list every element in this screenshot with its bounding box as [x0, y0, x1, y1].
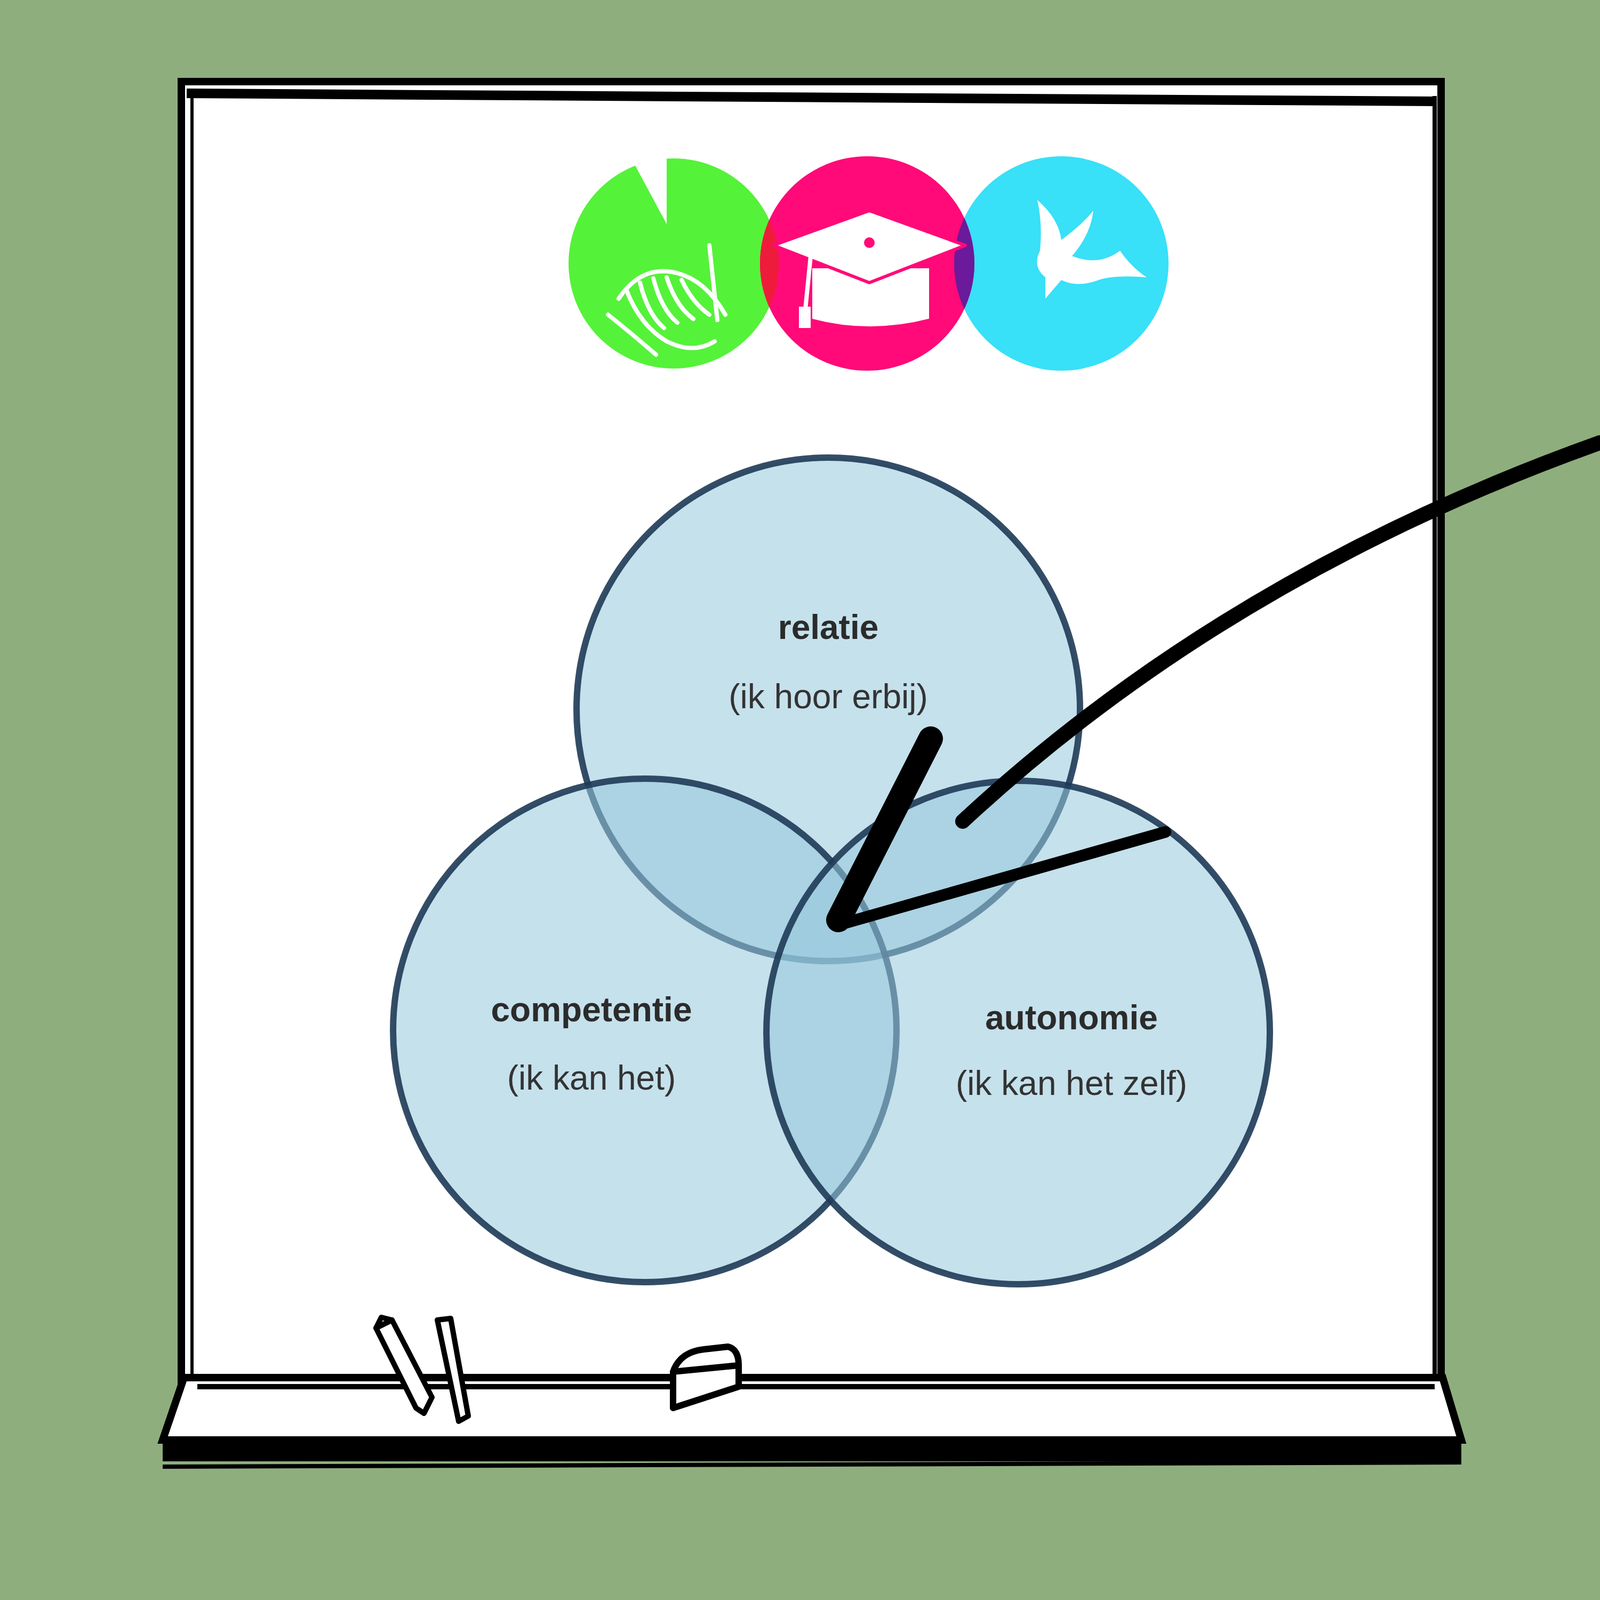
venn-circle: autonomie (ik kan het zelf) — [763, 777, 1274, 1288]
circle-heading: autonomie — [985, 998, 1158, 1038]
circle-heading: relatie — [778, 608, 879, 648]
circle-subtext: (ik hoor erbij) — [728, 677, 928, 717]
circle-heading: competentie — [491, 990, 693, 1030]
circle-subtext: (ik kan het) — [507, 1058, 677, 1099]
circle-subtext: (ik kan het zelf) — [955, 1064, 1188, 1104]
